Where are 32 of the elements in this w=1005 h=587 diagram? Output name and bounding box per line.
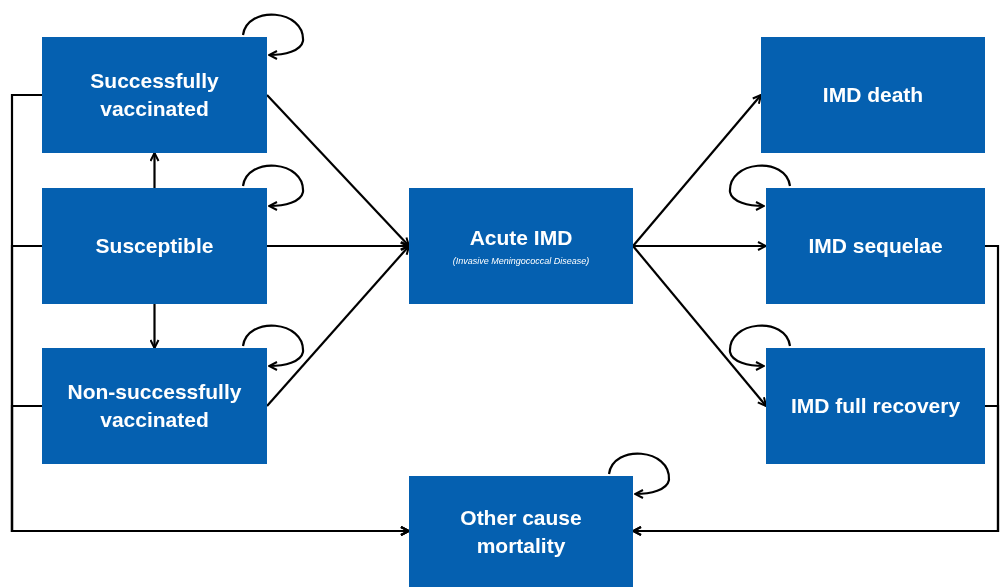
state-box [409, 188, 633, 304]
state-label: IMD sequelae [808, 233, 943, 259]
state-box [761, 37, 985, 153]
arrow [632, 94, 762, 247]
arrow [149, 304, 160, 349]
arrow [266, 94, 410, 247]
state-box [766, 348, 985, 464]
arrow [633, 241, 767, 251]
state-box [766, 188, 985, 304]
self-loop-arrow [607, 452, 671, 499]
state-label: IMD death [822, 82, 924, 108]
state-box [409, 476, 633, 587]
state-label: IMD full recovery [790, 393, 961, 419]
arrow [632, 404, 1000, 536]
state-box [42, 348, 267, 464]
state-box [42, 37, 267, 153]
self-loop-arrow [728, 164, 792, 211]
state-box [42, 188, 267, 304]
state-label: Susceptible [95, 233, 214, 259]
state-label: Successfully vaccinated [89, 68, 220, 122]
self-loop-arrow [241, 13, 305, 60]
arrow [632, 245, 767, 407]
self-loop-arrow [728, 324, 792, 371]
arrow [149, 152, 160, 188]
state-note: (Invasive Meningococcal Disease) [452, 255, 590, 268]
state-label: Non-successfully vaccinated [66, 379, 243, 433]
arrow [10, 404, 410, 536]
self-loop-arrow [241, 164, 305, 211]
self-loop-arrow [241, 324, 305, 371]
state-label: Other cause mortality [459, 504, 583, 559]
arrow [266, 245, 410, 407]
state-label: Acute IMD [469, 225, 573, 251]
